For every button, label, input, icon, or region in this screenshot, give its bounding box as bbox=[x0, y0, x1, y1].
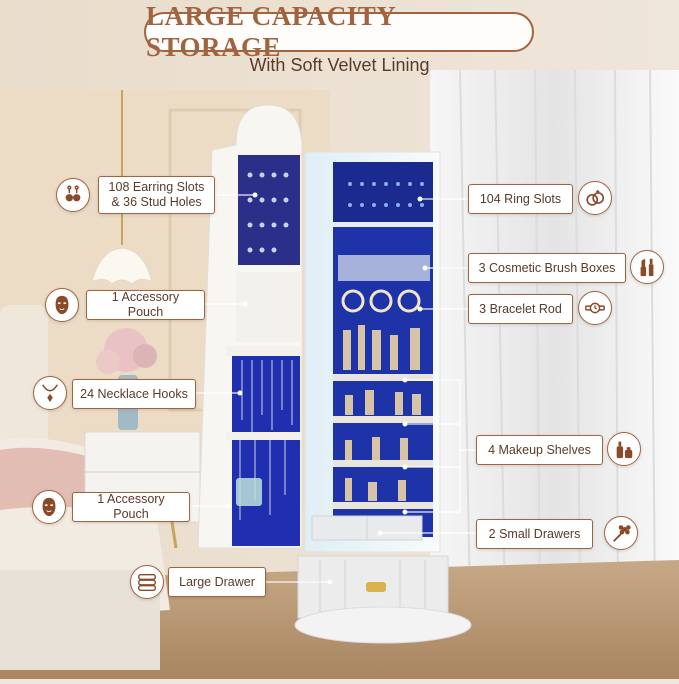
face-mask-icon bbox=[45, 288, 79, 322]
title-banner: LARGE CAPACITY STORAGE bbox=[144, 1, 534, 62]
callout-bracelet-rod: 3 Bracelet Rod bbox=[468, 294, 573, 324]
callout-accessory-pouch-bottom: 1 Accessory Pouch bbox=[72, 492, 190, 522]
lipstick-icon bbox=[630, 250, 664, 284]
face-mask-icon bbox=[32, 490, 66, 524]
callout-brush-boxes: 3 Cosmetic Brush Boxes bbox=[468, 253, 626, 283]
hair-clip-icon bbox=[604, 516, 638, 550]
callout-accessory-pouch-top: 1 Accessory Pouch bbox=[86, 290, 205, 320]
earring-icon bbox=[56, 178, 90, 212]
callout-small-drawers: 2 Small Drawers bbox=[476, 519, 593, 549]
page-title: LARGE CAPACITY STORAGE bbox=[146, 1, 396, 62]
callout-necklace-hooks: 24 Necklace Hooks bbox=[72, 379, 196, 409]
callout-makeup-shelves: 4 Makeup Shelves bbox=[476, 435, 603, 465]
callout-ring-slots: 104 Ring Slots bbox=[468, 184, 573, 214]
watch-icon bbox=[578, 291, 612, 325]
rings-icon bbox=[578, 181, 612, 215]
necklace-icon bbox=[33, 376, 67, 410]
page-subtitle: With Soft Velvet Lining bbox=[249, 55, 430, 75]
stacked-towels-icon bbox=[130, 565, 164, 599]
callout-large-drawer: Large Drawer bbox=[168, 567, 266, 597]
callout-earring-slots: 108 Earring Slots & 36 Stud Holes bbox=[98, 176, 215, 214]
cosmetic-bottle-icon bbox=[607, 432, 641, 466]
